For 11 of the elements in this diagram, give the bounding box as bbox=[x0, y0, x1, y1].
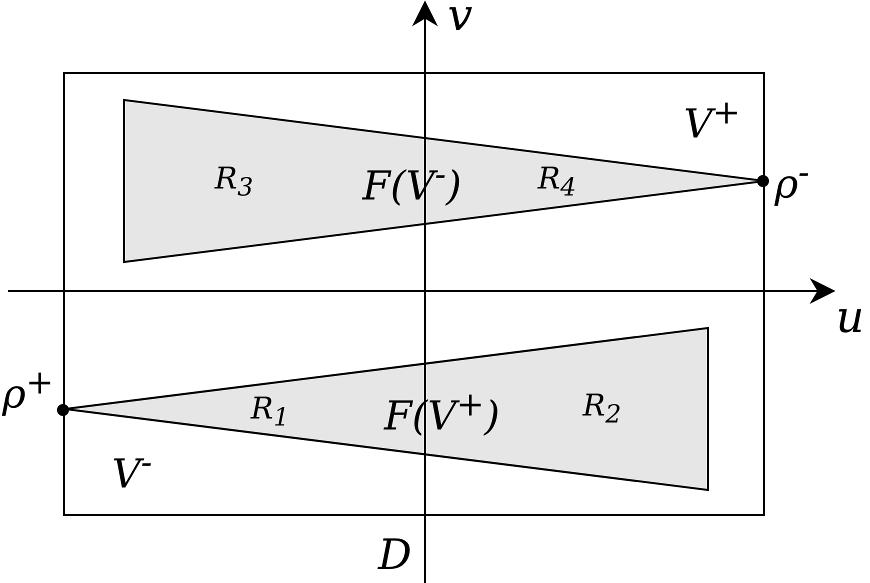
region-label: D bbox=[378, 534, 412, 576]
point-label: ρ$^{-}$ bbox=[774, 155, 810, 205]
set-label: V$^{+}$ bbox=[684, 95, 740, 145]
point-label: ρ$^{+}$ bbox=[2, 365, 54, 415]
region-label: R$_{4}$ bbox=[538, 164, 576, 200]
region-label: R$_{2}$ bbox=[582, 392, 622, 426]
axis-label: v bbox=[448, 0, 472, 38]
region-label: R$_{1}$ bbox=[250, 394, 290, 430]
axis-label: u bbox=[836, 296, 864, 340]
region-label: R$_{3}$ bbox=[214, 164, 254, 200]
set-label: V$^{-}$ bbox=[112, 445, 152, 495]
